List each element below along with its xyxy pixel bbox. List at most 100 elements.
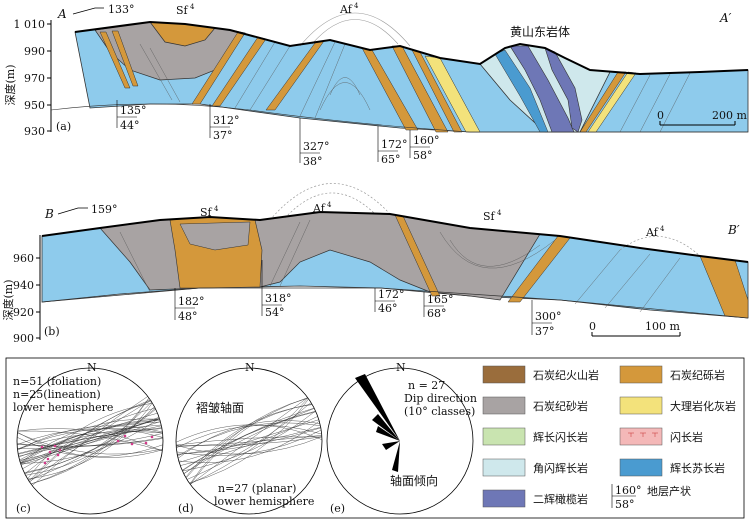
legend-label-8: 二辉橄榄岩 [533,492,588,506]
great-circle [22,413,158,469]
great-circle [32,396,148,486]
great-circle [17,437,163,457]
fold-sf-sup-b2: 4 [497,209,502,217]
attitude-b-2-dip: 46° [378,302,398,315]
eroded-anticline-a2 [311,19,399,45]
great-circle [28,400,152,482]
great-circle [27,403,153,479]
panel-b: (b) [44,325,60,338]
great-circle [176,429,322,456]
y-label-b: 深度(m) [1,279,15,320]
legend-swatch-7 [619,458,663,477]
fold-sf-b2: Sf [483,210,496,223]
great-circle [186,402,312,480]
attitude-b-4-az: 300° [535,310,562,323]
y-label-a: 深度(m) [3,64,17,105]
diorite-pattern [628,432,658,437]
intrusion-label: 黄山东岩体 [510,24,570,39]
great-circle [29,399,151,483]
bottom-panel-frame [5,357,745,519]
great-circle [176,436,322,446]
scale-b-start: 0 [589,320,596,333]
legend-swatch-4 [482,427,526,446]
fold-af-b1: Af [312,202,326,215]
label-d: 褶皱轴面 [196,400,244,415]
topography-a [74,20,749,76]
hemisphere-c: lower hemisphere [13,401,113,414]
lineation-point [43,461,47,465]
attitude-a-2-dip: 38° [303,155,323,168]
legend-label-1: 石炭纪砾岩 [670,368,725,382]
great-circle [175,424,323,443]
panel-e: (e) [330,502,345,515]
n-foliation: n=51 (foliation) [13,375,101,388]
orientations-a [116,100,430,163]
attitude-b-2-az: 172° [378,288,405,301]
great-circle [190,397,308,485]
orientations-b [174,260,552,335]
point-a-right: A′ [719,11,732,25]
y-tick-a-2: 970 [24,72,45,85]
great-circle [24,408,156,474]
panel-d: (d) [178,502,194,515]
lineation-point [144,441,148,445]
legend-swatch-6 [482,458,526,477]
base-line-b [41,287,749,319]
rose-petal-3 [376,426,400,441]
legend-swatch-0 [482,365,526,384]
fold-af-sup-a: 4 [354,2,359,10]
north-d: N [245,361,255,374]
great-circle [20,418,160,464]
rose-petal-1 [355,374,400,441]
great-circle [17,437,163,447]
great-circle [17,428,163,450]
rose-diagram-e: N n = 27 Dip direction (10° classes) 轴面倾… [326,361,477,515]
lineation-point [56,453,60,457]
legend-label-3: 大理岩化灰岩 [670,399,736,413]
panel-a: (a) [56,120,71,133]
scale-a-start: 0 [657,109,664,122]
attitude-a-4-az: 160° [413,134,440,147]
great-circle [185,403,312,479]
lineation-point [130,442,134,446]
azimuth-arrow-b [57,207,88,215]
attitude-a-3-dip: 65° [381,153,401,166]
attitude-a-3-az: 172° [381,138,408,151]
y-tick-a-0: 1 010 [14,18,46,31]
legend-label-4: 辉长闪长岩 [533,430,588,444]
label-e: 轴面倾向 [390,473,438,488]
legend-attitude-az: 160° [615,484,642,497]
attitude-b-3-az: 165° [427,293,454,306]
hemisphere-d: lower hemisphere [214,495,314,508]
attitude-a-4-dip: 58° [413,149,433,162]
great-circle [27,402,153,480]
fold-af-b2: Af [645,226,659,239]
scale-bar-a: 0 200 m [657,109,747,126]
great-circle [19,421,161,461]
cross-section-a: 1 010 990 970 950 930 深度(m) [3,2,749,168]
attitude-b-4-dip: 37° [535,325,555,338]
attitude-a-1-az: 312° [213,114,240,127]
fold-sf-a: Sf [176,4,189,17]
axial-plane-great-circles [175,397,323,485]
conglomerate-band-a2 [111,30,139,87]
eroded-anticline-a [299,12,411,47]
great-circle [176,436,322,446]
attitude-b-0-dip: 48° [178,310,198,323]
legend-attitude-dip: 58° [615,498,635,511]
great-circle [189,398,309,484]
azimuth-arrow-a [72,7,104,15]
great-circle [20,418,160,464]
legend-attitude-symbol [611,484,636,508]
rose-classes: (10° classes) [404,405,475,418]
great-circle [177,427,321,455]
attitude-a-2-az: 327° [303,140,330,153]
north-c: N [87,361,97,374]
scale-a-end: 200 m [712,109,747,122]
great-circle [177,420,320,459]
sandstone-core-b [179,221,251,251]
n-rose: n = 27 [408,379,445,392]
rose-petal-2 [372,414,400,441]
lineation-point [40,445,44,449]
